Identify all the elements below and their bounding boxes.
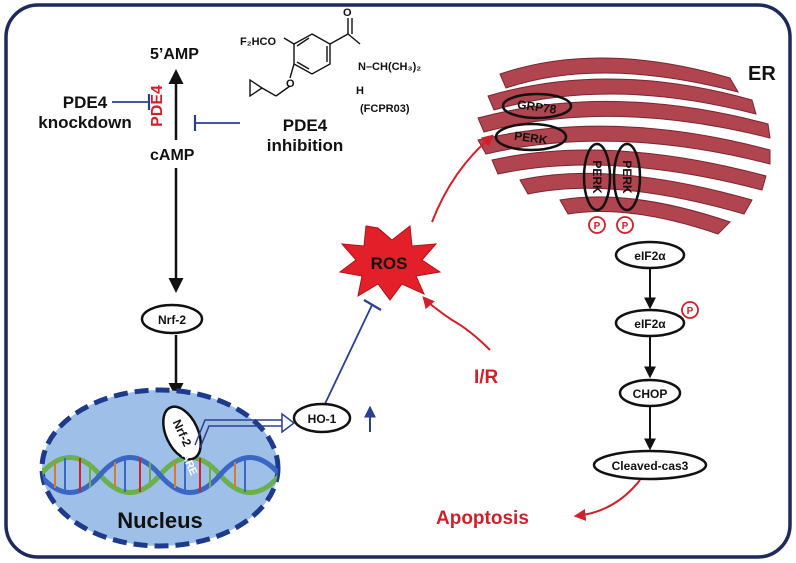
apoptosis-label: Apoptosis (436, 508, 529, 529)
eif2a-node (614, 240, 686, 270)
inhibit-bar (363, 299, 382, 311)
perk-b-label: PERK (620, 160, 634, 194)
nrf2-label: Nrf-2 (158, 313, 186, 327)
chop-node (618, 378, 682, 408)
transcription-line-inner (199, 425, 282, 449)
phospho-label: P (594, 221, 601, 232)
grp78-node (501, 92, 573, 120)
ho1-label: HO-1 (308, 412, 337, 426)
nucleus-label: Nucleus (117, 508, 203, 533)
amide-label: N–CH(CH₃)₂ (358, 61, 421, 73)
ether-o-label: O (286, 78, 295, 90)
compound-name-label: (FCPR03) (360, 103, 410, 115)
nrf2-node (140, 303, 204, 335)
phospho-label: P (622, 221, 629, 232)
perk-label: PERK (513, 129, 548, 148)
knockdown-label-1: PDE4 (63, 93, 108, 112)
phospho-label: P (687, 306, 694, 317)
eif2a-p-label: eIF2α (634, 317, 666, 331)
perk-b-node (612, 142, 642, 212)
pde4-label: PDE4 (149, 85, 166, 127)
eif2a-p-node (614, 308, 686, 338)
cas3-node (592, 449, 708, 481)
perk-a-label: PERK (590, 160, 604, 194)
arrow-ros-er (431, 134, 494, 223)
ros-label: ROS (371, 254, 408, 273)
knockdown-label-2: knockdown (38, 113, 132, 132)
phospho-icon (588, 216, 606, 234)
amide-h-label: H (356, 85, 364, 97)
perk-node (494, 122, 568, 152)
nucleus (39, 387, 281, 549)
grp78-label: GRP78 (516, 97, 557, 116)
carbonyl-o-label: O (343, 7, 352, 19)
dna-helix-icon (42, 455, 278, 495)
inhibition-label-1: PDE4 (283, 116, 328, 135)
transcription-line-outer (194, 419, 282, 446)
methoxy-label: F₂HCO (240, 36, 276, 48)
ros-burst-icon (338, 225, 442, 301)
inhibit-ho1-ros (322, 304, 373, 409)
inhibition-label-2: inhibition (267, 136, 343, 155)
nrf2-bound-node (162, 405, 202, 461)
cas3-label: Cleaved-cas3 (612, 459, 689, 473)
phospho-icon (681, 301, 699, 319)
eif2a-label: eIF2α (634, 249, 666, 263)
perk-a-node (582, 142, 612, 212)
phospho-icon (616, 216, 634, 234)
camp-label: cAMP (150, 147, 195, 164)
arrow-cas3-apoptosis (573, 479, 641, 521)
er-label: ER (748, 63, 776, 85)
amp-label: 5’AMP (150, 46, 199, 63)
chop-label: CHOP (633, 387, 668, 401)
ho1-node (292, 402, 352, 434)
ir-label: I/R (474, 367, 499, 388)
arrow-ir-ros (422, 296, 491, 351)
transcription-arrowhead-icon (281, 412, 296, 434)
fcpr03-structure-icon (249, 18, 361, 98)
